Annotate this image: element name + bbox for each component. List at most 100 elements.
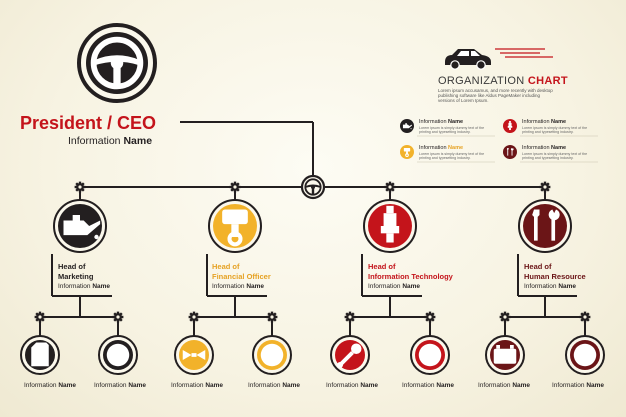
child-info: Information Name [478,382,530,389]
legend-title-4: Information Name [522,145,566,151]
info-name: Name [558,283,577,290]
gear-tooth [233,181,237,184]
info-prefix: Information [368,283,401,290]
gear-tooth [428,311,432,314]
info-prefix: Information [58,283,91,290]
child-badge [485,335,525,375]
gear-tooth [38,320,42,323]
dept-badge [208,199,262,253]
child-info: Information Name [552,382,604,389]
piston-icon [403,147,411,157]
legend-prefix: Information [419,119,447,125]
gear-tooth [38,311,42,314]
gear-tooth [583,320,587,323]
wheel-icon [418,343,442,367]
brand-title: ORGANIZATION CHART [438,75,568,87]
gear-tooth [192,320,196,323]
info-name: Name [282,382,301,389]
gear-tooth [270,311,274,314]
gear-hole [388,185,392,189]
gear-tooth [543,190,547,193]
child-gear [424,311,436,323]
info-name: Name [402,283,421,290]
spark-plug-icon [380,205,400,243]
child-gear [344,311,356,323]
gear-hole [116,315,120,319]
spark-plug-icon [507,121,513,131]
node-layer [20,23,605,375]
child-info: Information Name [171,382,223,389]
dept-line1: Head of [58,262,86,271]
gear-hole [78,185,82,189]
legend-name: Name [551,119,567,125]
gear-tooth [428,320,432,323]
child-badge [410,335,450,375]
gear-tooth [233,190,237,193]
legend-title-3: Information Name [419,145,463,151]
child-info: Information Name [326,382,378,389]
info-prefix: Information [248,382,281,389]
gear-tooth [503,311,507,314]
dept-badge [53,199,107,253]
battery-icon [493,345,517,364]
dept-info-marketing: Information Name [58,283,110,290]
info-prefix: Information [24,382,57,389]
child-gear [266,311,278,323]
info-prefix: Information [402,382,435,389]
child-gear [34,311,46,323]
child-badge [20,335,60,375]
legend-desc-1: Lorem ipsum is simply dummy text of the … [419,126,485,135]
info-name: Name [128,382,147,389]
child-badge [565,335,605,375]
brand-description: Lorem ipsum accusamus, and more recently… [438,88,553,104]
gear-hole [270,315,274,319]
child-badge [330,335,370,375]
legend-badge [503,145,517,159]
wheel-icon [106,343,130,367]
gear-hole [233,185,237,189]
legend-desc-4: Lorem ipsum is simply dummy text of the … [522,152,588,161]
piston-icon [222,209,248,247]
gear-tooth [348,311,352,314]
battery-clamp-icon [182,350,206,360]
gear-hole [38,315,42,319]
legend-name: Name [448,119,464,125]
speed-lines [495,48,553,58]
gear-tooth [116,320,120,323]
gear-hole [428,315,432,319]
ceo-info: Information Name [68,135,152,147]
dept-gear [229,181,241,193]
legend-name: Name [448,145,464,151]
brand-prefix: ORGANIZATION [438,75,525,87]
child-gear [188,311,200,323]
oil-can-icon [63,215,101,240]
wheel-icon [260,343,284,367]
connector-lines [39,121,586,338]
child-badge [174,335,214,375]
steering-wheel-icon [304,178,322,196]
gear-tooth [348,320,352,323]
gear-hole [348,315,352,319]
info-name: Name [205,382,224,389]
dept-gear [539,181,551,193]
oil-can-icon [402,123,412,130]
dept-line1: Head of [212,262,240,271]
dept-gear [384,181,396,193]
info-name: Name [586,382,605,389]
dept-info-it: Information Name [368,283,420,290]
dept-line2: Marketing [58,271,94,281]
info-prefix: Information [326,382,359,389]
info-prefix: Information [171,382,204,389]
ceo-title: President / CEO [20,113,157,133]
legend-title-1: Information Name [419,119,463,125]
dept-line2: Information Technology [368,271,453,281]
ceo-info-name: Name [123,135,153,147]
legend-desc-3: Lorem ipsum is simply dummy text of the … [522,126,588,135]
dept-gear [74,181,86,193]
info-prefix: Information [212,283,245,290]
tools-icon [532,209,560,241]
wrench-icon [337,343,362,368]
